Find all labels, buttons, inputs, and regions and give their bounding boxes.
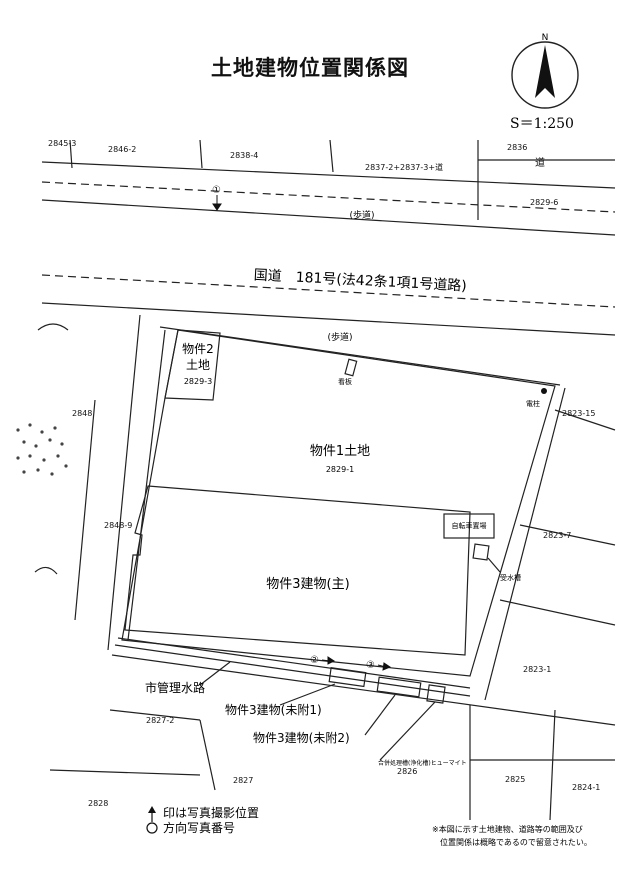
lot-divider bbox=[329, 139, 334, 173]
lot-label: 2829-6 bbox=[530, 198, 558, 207]
road-edge-bottom bbox=[41, 199, 616, 236]
lot-label: 2828 bbox=[88, 799, 108, 808]
leader-waterway bbox=[199, 661, 231, 686]
signboard-label: 看板 bbox=[338, 377, 352, 386]
property-2-boundary bbox=[164, 329, 221, 401]
waterway-bottom-edge bbox=[111, 654, 616, 726]
strip-right-edge bbox=[127, 329, 166, 641]
lot-label: 2836 bbox=[507, 143, 527, 152]
note-line-1: ※本図に示す土地建物、道路等の範囲及び bbox=[432, 824, 583, 834]
lot-label: 2823-15 bbox=[562, 409, 595, 418]
utility-pole-dot bbox=[541, 388, 547, 394]
waterway-inner bbox=[114, 644, 471, 697]
sidewalk-label-top: (歩道) bbox=[349, 209, 374, 221]
sidewalk-edge-lower bbox=[41, 302, 616, 336]
building-3-main-outline bbox=[124, 485, 471, 656]
tree-arc-symbol bbox=[34, 566, 58, 575]
lot-label: 2837-2+2837-3+道 bbox=[365, 162, 443, 172]
compass: N bbox=[511, 33, 579, 109]
water-tank-label: 受水槽 bbox=[500, 573, 521, 582]
lot-label: 道 bbox=[535, 156, 545, 169]
property-2-lot: 2829-3 bbox=[184, 377, 212, 386]
tree-arc-symbol bbox=[37, 323, 69, 331]
property-2-label-line2: 土地 bbox=[186, 358, 210, 372]
leader-water bbox=[487, 557, 501, 573]
building-3-main-label: 物件3建物(主) bbox=[266, 577, 349, 592]
scale-label: S＝1:250 bbox=[510, 116, 574, 132]
lot-divider bbox=[549, 709, 556, 821]
lot-divider bbox=[199, 139, 203, 169]
photo-arrow-1-head bbox=[212, 203, 222, 211]
lot-label: 2848 bbox=[72, 409, 92, 418]
photo-marker-2: ② bbox=[310, 655, 319, 666]
lot-label: 2827-2 bbox=[146, 716, 174, 725]
photo-marker-1: ① bbox=[212, 185, 221, 196]
note-line-2: 位置関係は概略であるので留意されたい。 bbox=[440, 837, 592, 847]
annex-1-outline bbox=[328, 667, 367, 688]
lot-divider bbox=[74, 399, 96, 621]
road-name: 国道 181号(法42条1項1号道路) bbox=[253, 266, 467, 294]
annex-1-label: 物件3建物(未附1) bbox=[225, 703, 322, 717]
lot-label: 2823-1 bbox=[523, 665, 551, 674]
septic-tank-label: 合併処理槽(浄化槽)ヒューマイト bbox=[378, 759, 467, 767]
utility-pole-label: 電柱 bbox=[526, 399, 540, 408]
waterway-label: 市管理水路 bbox=[145, 680, 205, 695]
sidewalk-edge-top-dashed bbox=[41, 181, 616, 213]
lot-divider bbox=[499, 599, 616, 626]
annex-2-label: 物件3建物(未附2) bbox=[253, 731, 350, 745]
lot-label: 2826 bbox=[397, 767, 417, 776]
legend-line-2: 方向写真番号 bbox=[163, 820, 235, 835]
page-title: 土地建物位置関係図 bbox=[211, 56, 409, 80]
lot-divider bbox=[199, 719, 216, 791]
lot-label: 2827 bbox=[233, 776, 253, 785]
lot-divider bbox=[519, 524, 616, 546]
lot-divider bbox=[554, 409, 616, 431]
legend-circle-icon bbox=[146, 822, 158, 834]
lot-label: 2845-3 bbox=[48, 139, 76, 148]
photo-marker-3: ③ bbox=[366, 660, 375, 671]
strip-left-edge bbox=[107, 314, 141, 651]
compass-ring bbox=[511, 41, 579, 109]
annex-2-outline bbox=[376, 676, 422, 698]
lot-label: 2846-2 bbox=[108, 145, 136, 154]
waterway-top-edge bbox=[117, 637, 471, 689]
legend-arrow-head-icon bbox=[148, 806, 156, 813]
lot-divider bbox=[69, 139, 73, 169]
lot-label: 2838-4 bbox=[230, 151, 258, 160]
photo-arrow-3-head bbox=[382, 662, 392, 671]
bicycle-shed-outline bbox=[443, 513, 495, 539]
bicycle-shed-label: 自転車置場 bbox=[452, 521, 487, 530]
lot-label: 2824-1 bbox=[572, 783, 600, 792]
leader-annex2 bbox=[364, 694, 396, 736]
property-1-label: 物件1土地 bbox=[310, 444, 370, 459]
leader-annex1 bbox=[279, 683, 336, 706]
north-arrow-icon bbox=[535, 45, 555, 98]
lot-label: 2825 bbox=[505, 775, 525, 784]
water-tank-outline bbox=[472, 543, 490, 561]
lot-label: 2848-9 bbox=[104, 521, 132, 530]
signboard-outline bbox=[344, 358, 358, 377]
photo-arrow-2-head bbox=[327, 656, 335, 665]
property-2-label-line1: 物件2 bbox=[182, 342, 214, 356]
leader-septic bbox=[379, 701, 436, 761]
parcel-right-outer bbox=[484, 387, 566, 701]
road-edge-top bbox=[41, 161, 616, 189]
legend: 印は写真撮影位置 方向写真番号 bbox=[146, 805, 259, 835]
legend-line-1: 印は写真撮影位置 bbox=[163, 805, 259, 820]
compass-north-label: N bbox=[542, 33, 549, 43]
lot-label: 2823-7 bbox=[543, 531, 571, 540]
property-1-lot: 2829-1 bbox=[326, 465, 354, 474]
vegetation-symbols bbox=[16, 423, 68, 476]
road-centerline bbox=[41, 274, 616, 308]
sidewalk-label-bottom: (歩道) bbox=[327, 331, 352, 343]
lot-divider bbox=[109, 709, 201, 721]
lot-divider bbox=[49, 769, 201, 776]
